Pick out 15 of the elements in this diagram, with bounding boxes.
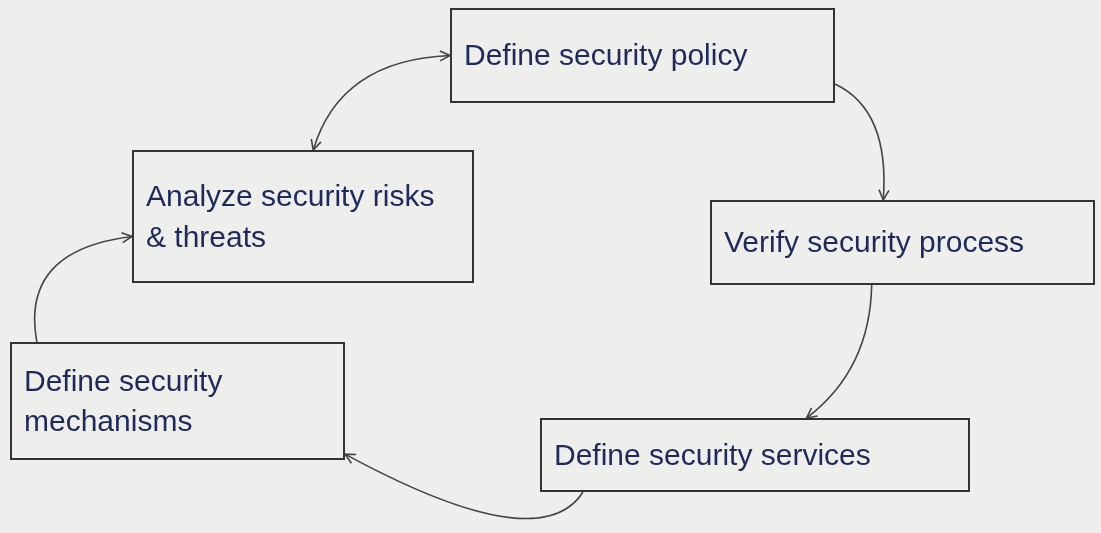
curved-arrow: [834, 83, 890, 201]
curved-arrow: [805, 284, 873, 419]
process-box: [540, 418, 970, 492]
process-box: [132, 150, 474, 283]
process-box: [450, 8, 835, 103]
box-label: Analyze security risks & threats: [146, 178, 436, 255]
process-box: [710, 200, 1095, 285]
box-label: Define security mechanisms: [24, 362, 224, 439]
process-box: [10, 342, 345, 460]
curved-arrow: [311, 50, 451, 151]
box-label: Define security policy: [464, 37, 749, 74]
box-label: Verify security process: [724, 224, 1026, 261]
curved-arrow: [34, 232, 133, 343]
box-label: Define security services: [554, 436, 872, 473]
curved-arrow: [344, 453, 584, 520]
